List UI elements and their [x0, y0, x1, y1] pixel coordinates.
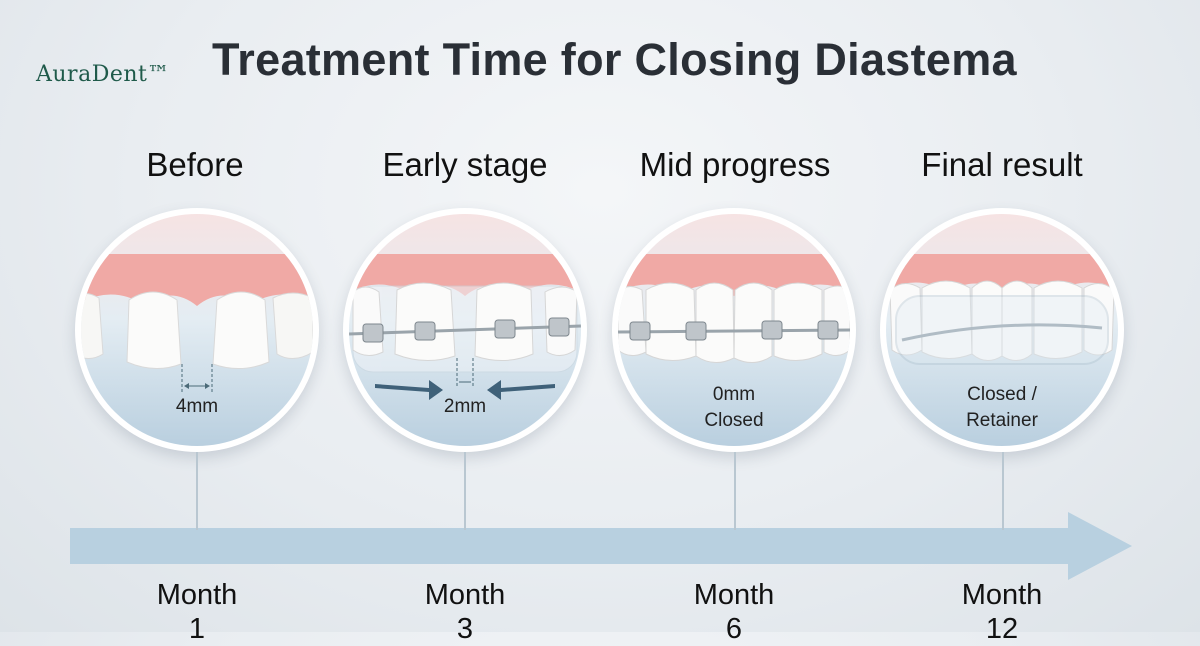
stage-label-mid: Mid progress: [639, 146, 831, 183]
arrow-right-icon: [375, 380, 443, 400]
gap-status: Closed: [704, 410, 764, 431]
arrow-left-icon: [487, 380, 555, 400]
month-label-3: Month 3: [365, 578, 565, 646]
gum-icon: [81, 254, 313, 306]
gap-measure-early: 2mm: [443, 396, 487, 417]
archwire: [618, 328, 850, 334]
stage-circle-final: [880, 208, 1124, 452]
month-word: Month: [156, 579, 238, 611]
page-title: Treatment Time for Closing Diastema: [212, 34, 1017, 85]
brand-logo: AuraDent™: [36, 62, 170, 87]
bracket-icon: [761, 320, 783, 340]
tooth-icon: [733, 282, 773, 363]
month-word: Month: [693, 579, 775, 611]
month-number: 3: [456, 613, 474, 645]
tooth-icon: [1001, 280, 1033, 361]
tooth-icon: [212, 291, 270, 369]
month-word: Month: [961, 579, 1043, 611]
gap-status: Closed /: [967, 384, 1037, 405]
stage-circle-before: [75, 208, 319, 452]
stage-label-final: Final result: [921, 146, 1083, 183]
timeline-tick: [734, 452, 736, 530]
month-label-12: Month 12: [902, 578, 1102, 646]
bracket-icon: [494, 319, 516, 339]
month-label-6: Month 6: [634, 578, 834, 646]
bracket-icon: [414, 321, 436, 341]
month-number: 6: [725, 613, 743, 645]
stage-label-early: Early stage: [382, 146, 548, 183]
month-number: 12: [985, 613, 1019, 645]
archwire: [349, 324, 581, 336]
timeline-arrow: [70, 512, 1132, 580]
timeline-tick: [1002, 452, 1004, 530]
stage-circle-mid: [612, 208, 856, 452]
timeline-tick: [464, 452, 466, 530]
stage-circle-early: [343, 208, 587, 452]
month-number: 1: [188, 613, 206, 645]
timeline-tick: [196, 452, 198, 530]
gap-measure-before: 4mm: [175, 396, 219, 417]
gap-measure-final: Closed / Retainer: [942, 382, 1062, 434]
month-label-1: Month 1: [97, 578, 297, 646]
month-word: Month: [424, 579, 506, 611]
tooth-icon: [126, 291, 182, 369]
gap-value: 0mm: [712, 384, 756, 405]
retainer-icon: [895, 295, 1109, 365]
stage-label-before: Before: [146, 146, 244, 183]
gap-measure-mid: 0mm Closed: [674, 382, 794, 434]
bracket-icon: [685, 321, 707, 341]
gap-status-2: Retainer: [966, 410, 1038, 431]
